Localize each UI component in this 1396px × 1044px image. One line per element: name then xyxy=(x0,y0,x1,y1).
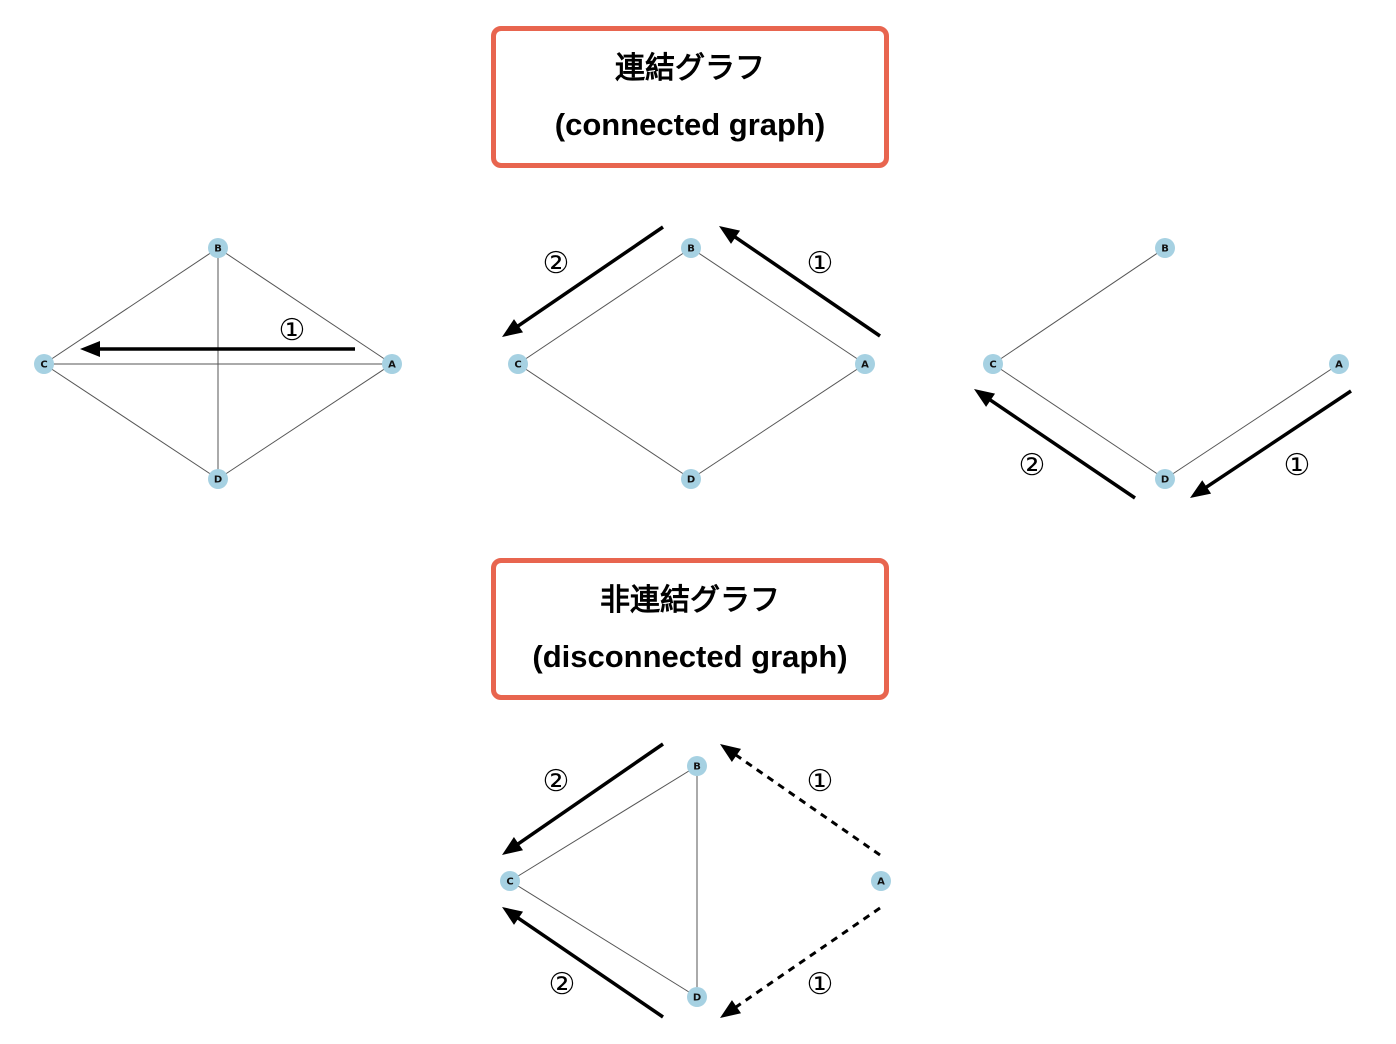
node-label-D: D xyxy=(687,475,695,486)
edge-A-B xyxy=(217,247,393,365)
traversal-arrow-1 xyxy=(1204,389,1352,490)
edge-B-C xyxy=(43,247,219,365)
edge-C-D xyxy=(43,363,219,480)
node-label-D: D xyxy=(1161,475,1169,486)
step-label-1: ① xyxy=(807,246,834,281)
step-label-1: ① xyxy=(279,313,306,348)
edge-B-C xyxy=(509,765,698,882)
node-A xyxy=(1329,354,1349,374)
node-label-A: A xyxy=(877,877,885,888)
step-label-2: ② xyxy=(543,246,570,281)
node-B xyxy=(208,238,228,258)
node-D xyxy=(1155,469,1175,489)
node-A xyxy=(855,354,875,374)
edge-A-B xyxy=(690,247,866,365)
arrow-head-2 xyxy=(502,319,524,337)
traversal-arrow-2 xyxy=(987,397,1136,500)
node-label-A: A xyxy=(1335,360,1343,371)
step-label-2: ① xyxy=(807,967,834,1002)
node-label-C: C xyxy=(40,360,47,371)
step-label-1: ① xyxy=(807,764,834,799)
edge-B-C xyxy=(992,247,1166,365)
traversal-arrow-2 xyxy=(515,225,664,329)
step-label-3: ② xyxy=(543,764,570,799)
step-label-2: ② xyxy=(1019,448,1046,483)
edge-D-A xyxy=(1164,363,1340,480)
node-A xyxy=(382,354,402,374)
node-B xyxy=(1155,238,1175,258)
node-D xyxy=(208,469,228,489)
node-C xyxy=(983,354,1003,374)
disconnected-title-en: (disconnected graph) xyxy=(532,639,848,674)
arrow-head-1 xyxy=(1190,480,1212,498)
node-B xyxy=(681,238,701,258)
node-C xyxy=(508,354,528,374)
connected-title-en: (connected graph) xyxy=(554,107,826,142)
disconnected-graph-title-box: 非連結グラフ (disconnected graph) xyxy=(491,558,889,700)
dashed-traversal-arrow-2 xyxy=(733,906,881,1010)
node-C xyxy=(34,354,54,374)
graph-1-complete: A B C D ① xyxy=(34,238,402,489)
graph-4-disconnected: A B C D ① ① ② ② xyxy=(500,742,891,1019)
traversal-arrow-1 xyxy=(732,234,881,338)
edge-C-D xyxy=(992,363,1166,480)
edge-C-D xyxy=(509,880,698,998)
node-label-A: A xyxy=(861,360,869,371)
node-label-B: B xyxy=(1161,244,1169,255)
node-label-C: C xyxy=(506,877,513,888)
step-label-4: ② xyxy=(549,967,576,1002)
arrow-head-3 xyxy=(502,837,524,855)
node-label-B: B xyxy=(214,244,222,255)
arrow-head-2 xyxy=(974,389,996,407)
node-label-C: C xyxy=(514,360,521,371)
arrow-head-1 xyxy=(720,744,741,762)
arrow-head-2 xyxy=(720,1000,742,1018)
dashed-traversal-arrow-1 xyxy=(733,753,881,857)
arrow-head-4 xyxy=(502,907,524,925)
traversal-arrow-4 xyxy=(515,915,664,1019)
node-D xyxy=(681,469,701,489)
edge-D-A xyxy=(690,363,866,480)
edge-C-D xyxy=(517,363,692,480)
connected-title-jp: 連結グラフ xyxy=(615,51,765,86)
graph-2-cycle: A B C D ① ② xyxy=(502,225,881,489)
edge-D-A xyxy=(217,363,393,480)
disconnected-title-jp: 非連結グラフ xyxy=(600,583,780,618)
node-D xyxy=(687,987,707,1007)
node-label-D: D xyxy=(693,993,701,1004)
node-label-D: D xyxy=(214,475,222,486)
node-label-C: C xyxy=(989,360,996,371)
node-B xyxy=(687,756,707,776)
node-label-B: B xyxy=(693,762,701,773)
step-label-1: ① xyxy=(1284,448,1311,483)
arrow-head-1 xyxy=(80,341,100,357)
node-C xyxy=(500,871,520,891)
connected-graph-title-box: 連結グラフ (connected graph) xyxy=(491,26,889,168)
traversal-arrow-3 xyxy=(515,742,664,847)
node-A xyxy=(871,871,891,891)
arrow-head-1 xyxy=(719,226,741,244)
edge-B-C xyxy=(517,247,692,365)
node-label-A: A xyxy=(388,360,396,371)
graph-3-path: A B C D ① ② xyxy=(974,238,1352,500)
node-label-B: B xyxy=(687,244,695,255)
